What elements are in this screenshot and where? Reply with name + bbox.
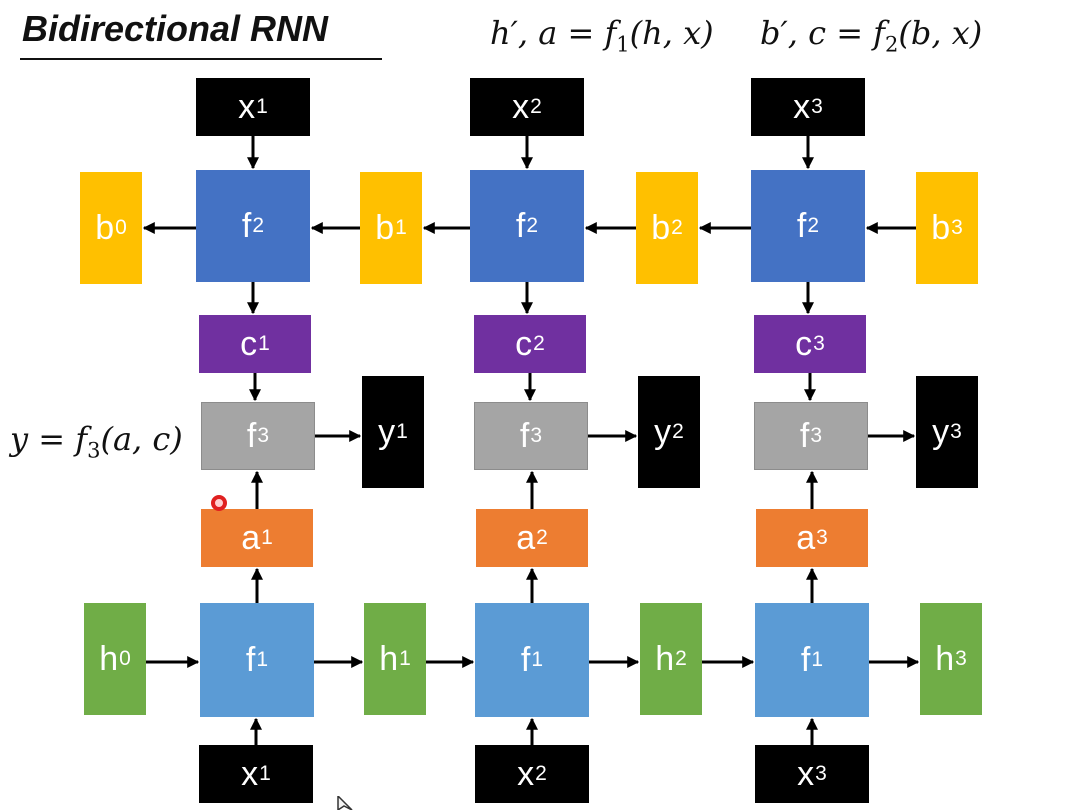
- output-equation: y = f3(a, c): [10, 420, 183, 463]
- mouse-pointer-icon: [337, 796, 353, 810]
- title-underline: [20, 58, 382, 60]
- backward-equation: b′, c = f2(b, x): [760, 14, 983, 57]
- slide-title: Bidirectional RNN: [22, 8, 329, 49]
- forward-equation: h′, a = f1(h, x): [490, 14, 714, 57]
- cursor-ring-icon: [211, 495, 227, 511]
